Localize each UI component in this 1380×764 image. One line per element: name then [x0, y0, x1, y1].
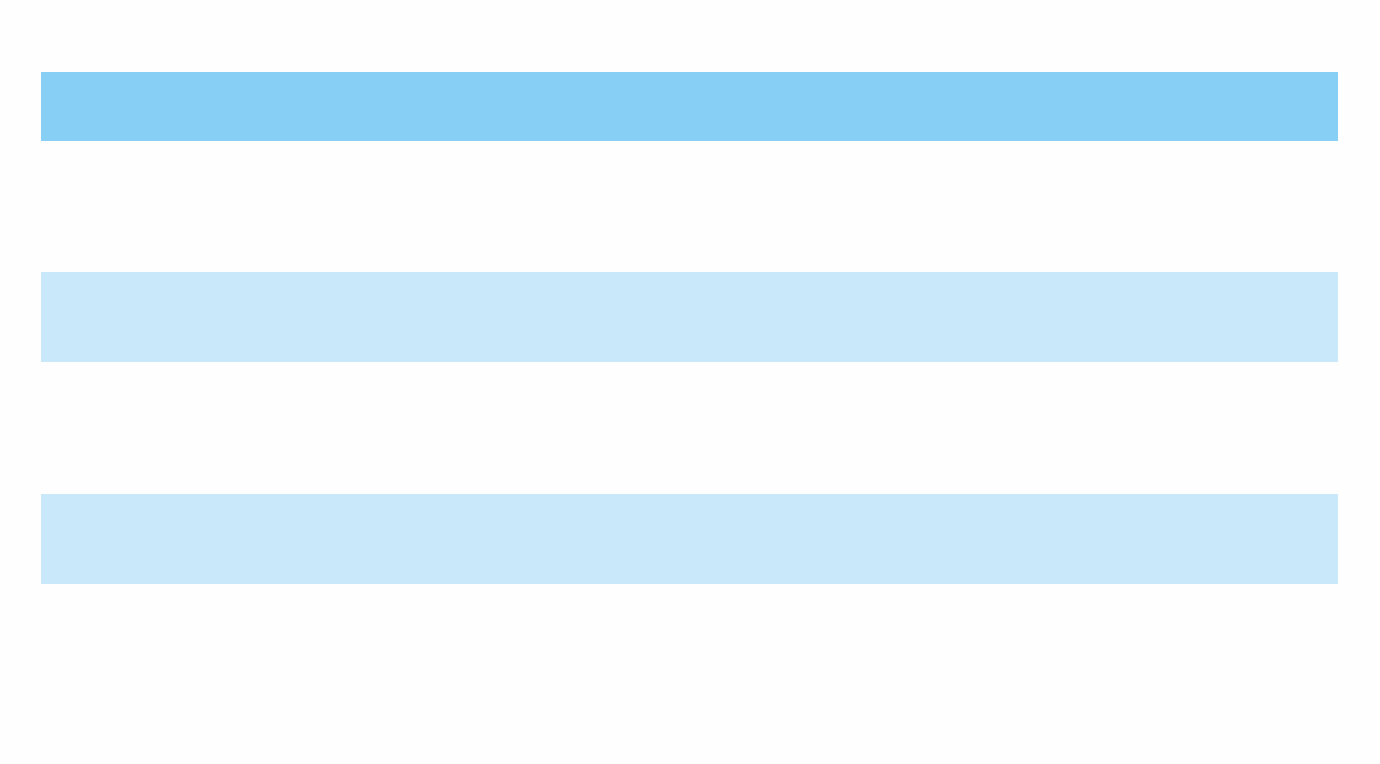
- row-band-2: [41, 494, 1338, 584]
- row-band-1: [41, 272, 1338, 362]
- header-band: [41, 72, 1338, 141]
